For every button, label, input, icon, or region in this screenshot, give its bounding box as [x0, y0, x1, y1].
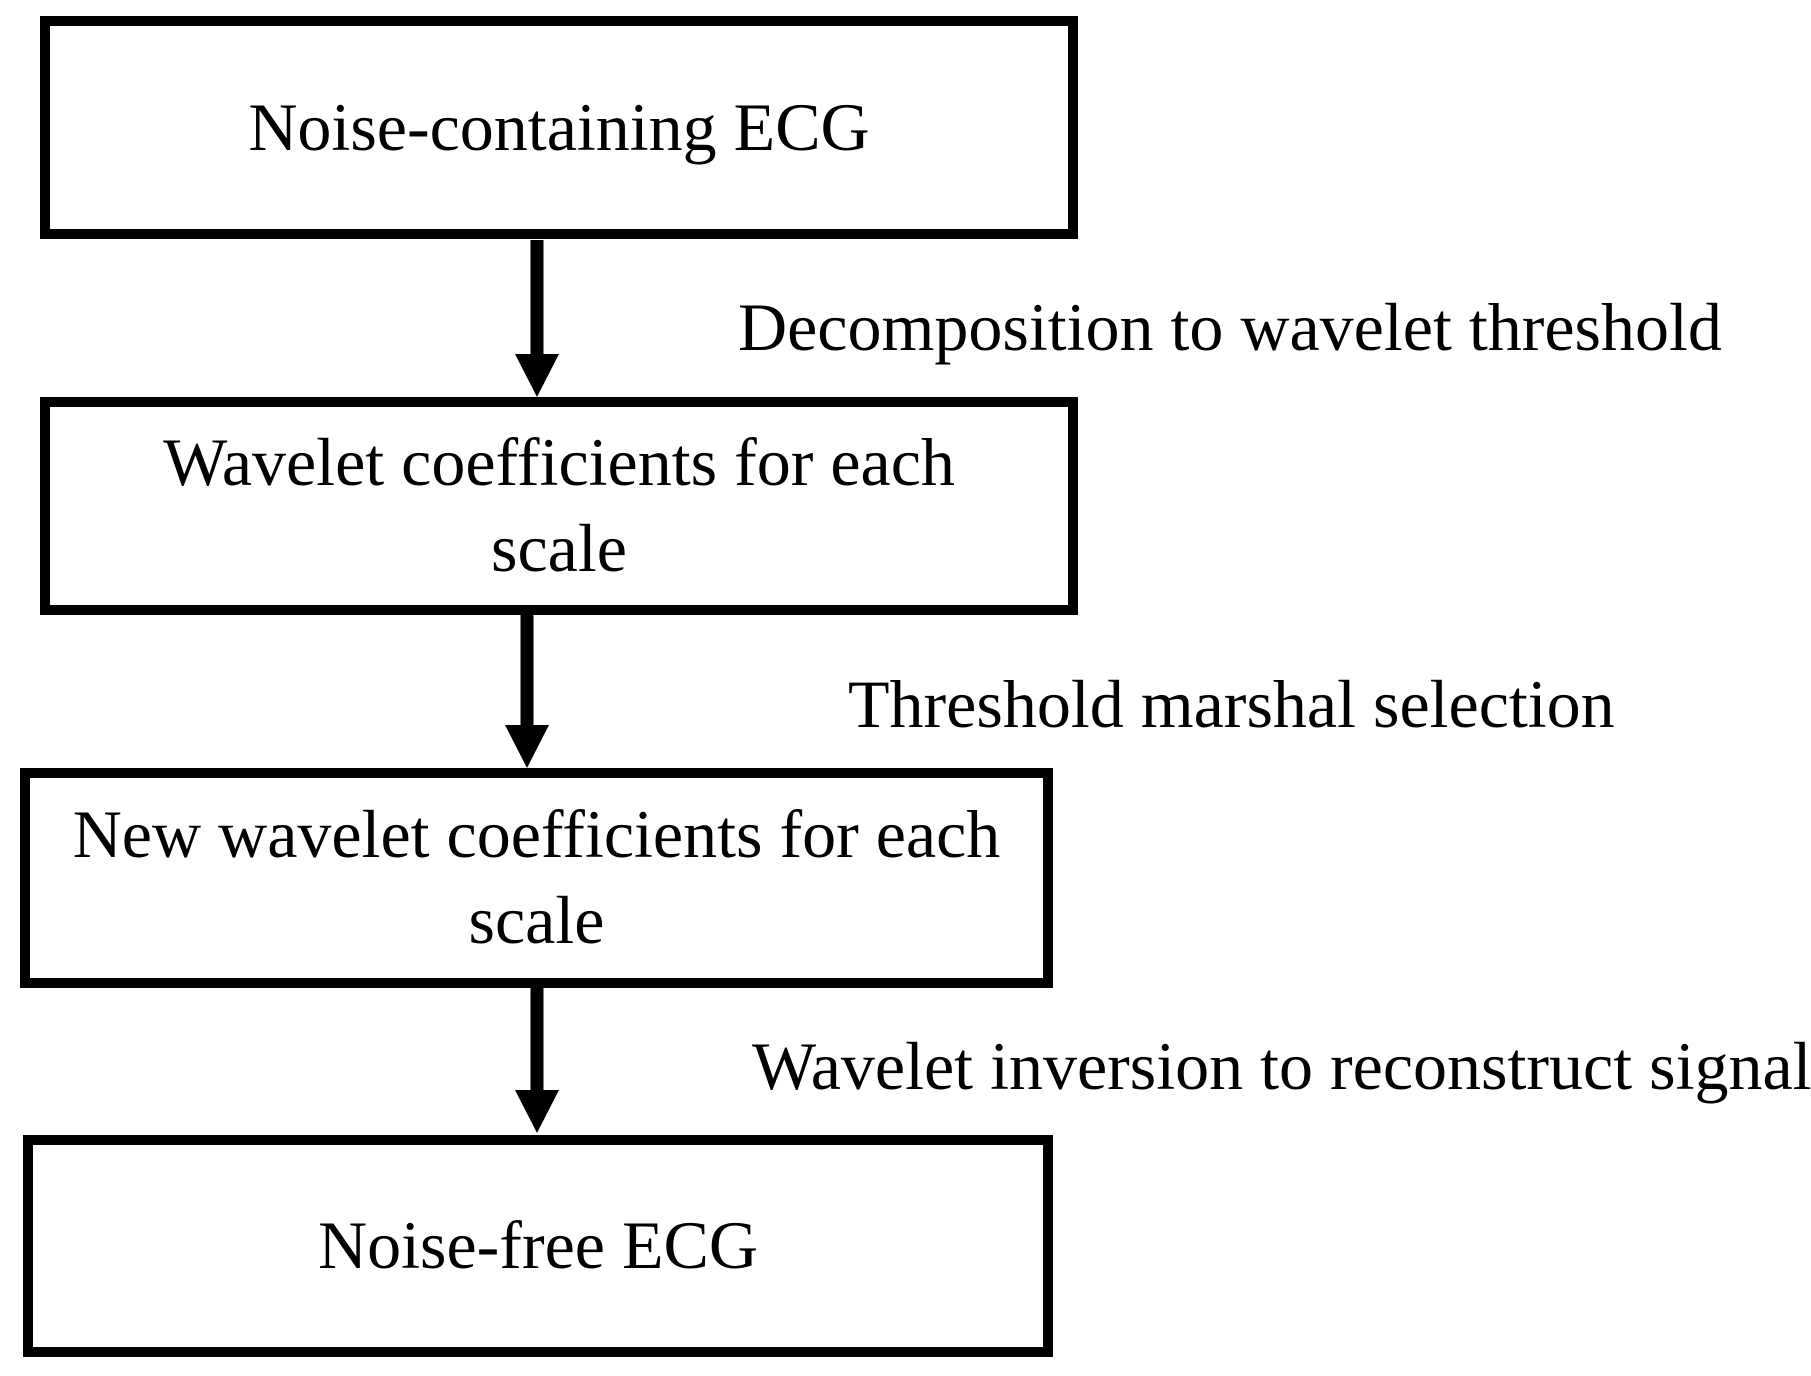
edge-label-decomposition: Decomposition to wavelet threshold: [738, 289, 1722, 365]
edge-label-threshold-selection: Threshold marshal selection: [848, 666, 1615, 742]
flow-box-label: New wavelet coefficients for each scale: [73, 792, 1001, 963]
flow-box-label: Noise-free ECG: [318, 1203, 758, 1289]
arrow-head: [505, 725, 549, 768]
flow-box-label-line: New wavelet coefficients for each: [72, 796, 1001, 873]
down-arrow-icon: [515, 240, 559, 397]
down-arrow-icon: [505, 615, 549, 768]
flow-box-new-wavelet-coefficients: New wavelet coefficients for each scale: [20, 768, 1053, 988]
arrow-stem: [520, 615, 534, 728]
flow-box-noise-containing-ecg: Noise-containing ECG: [40, 16, 1078, 239]
arrow-head: [515, 354, 559, 397]
arrow-stem: [530, 986, 544, 1093]
flow-box-label-line: Noise-containing ECG: [248, 88, 870, 165]
flow-box-noise-free-ecg: Noise-free ECG: [23, 1135, 1053, 1357]
flow-box-label-line: Wavelet coefficients for each: [163, 424, 955, 501]
flow-box-label-line: scale: [468, 882, 605, 958]
arrow-head: [515, 1090, 559, 1133]
flow-box-label-line: Noise-free ECG: [318, 1207, 758, 1284]
flow-box-label: Noise-containing ECG: [248, 85, 869, 171]
flow-box-label: Wavelet coefficients for each scale: [163, 420, 955, 591]
edge-label-wavelet-inversion: Wavelet inversion to reconstruct signal: [752, 1028, 1811, 1104]
arrow-stem: [530, 240, 544, 357]
flow-box-wavelet-coefficients: Wavelet coefficients for each scale: [40, 397, 1078, 615]
down-arrow-icon: [515, 986, 559, 1133]
flow-box-label-line: scale: [491, 510, 627, 586]
